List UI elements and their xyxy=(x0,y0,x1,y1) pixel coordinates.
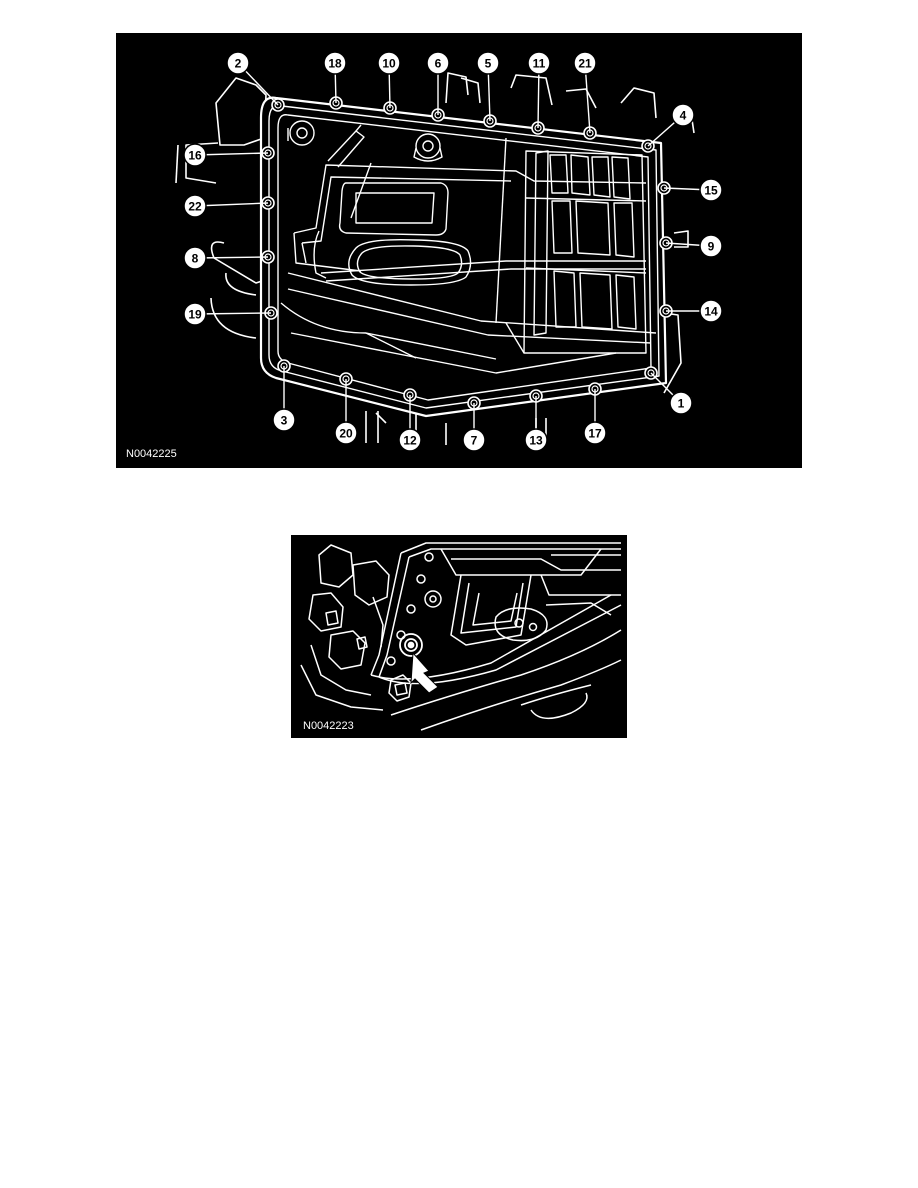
callout-number: 6 xyxy=(435,56,442,70)
callout-number: 4 xyxy=(680,108,687,122)
callout-bubble xyxy=(583,421,607,445)
callout-bubble xyxy=(334,421,358,445)
callout-number: 14 xyxy=(704,304,718,318)
drain-plug xyxy=(399,633,423,657)
callout-number: 20 xyxy=(339,426,353,440)
callout-bubble xyxy=(476,51,500,75)
callout-number: 9 xyxy=(708,239,715,253)
callout-bubble xyxy=(527,51,551,75)
callout-bubble xyxy=(426,51,450,75)
callout-bubble xyxy=(183,194,207,218)
callout-bubble xyxy=(323,51,347,75)
callout-number: 15 xyxy=(704,183,718,197)
callout-bubble xyxy=(183,246,207,270)
callout-number: 3 xyxy=(281,413,288,427)
callout-bubble xyxy=(183,302,207,326)
callout-bubble xyxy=(699,178,723,202)
callout-number: 19 xyxy=(188,307,202,321)
drain-plug-arrow-icon xyxy=(410,651,439,694)
callout-leader xyxy=(194,202,269,207)
pan-bolt-sequence-figure: 2 18 10 6 5 11 21 4 16 15 22 9 8 14 19 3 20 12 7 13 17 1 N004… xyxy=(116,33,802,468)
bolt-callouts: 2 18 10 6 5 11 21 4 16 15 22 9 8 14 19 3 20 12 7 13 17 1 xyxy=(183,51,723,452)
drain-plug-figure: N0042223 xyxy=(291,535,627,738)
pan-illustration: 2 18 10 6 5 11 21 4 16 15 22 9 8 14 19 3 20 12 7 13 17 1 xyxy=(175,51,723,452)
callout-number: 10 xyxy=(382,56,396,70)
callout-number: 7 xyxy=(471,433,478,447)
callout-number: 1 xyxy=(678,396,685,410)
callout-number: 22 xyxy=(188,199,202,213)
callout-number: 2 xyxy=(235,56,242,70)
callout-bubble xyxy=(524,428,548,452)
callout-bubble xyxy=(669,391,693,415)
callout-number: 12 xyxy=(403,433,417,447)
callout-bubble xyxy=(377,51,401,75)
callout-number: 5 xyxy=(485,56,492,70)
callout-bubble xyxy=(671,103,695,127)
callout-number: 18 xyxy=(328,56,342,70)
callout-bubble xyxy=(183,143,207,167)
callout-number: 8 xyxy=(192,251,199,265)
callout-bubble xyxy=(573,51,597,75)
callout-bubble xyxy=(699,299,723,323)
callout-bubble xyxy=(226,51,250,75)
callout-number: 17 xyxy=(588,426,602,440)
drain-plug-illustration xyxy=(300,542,622,731)
callout-bubble xyxy=(462,428,486,452)
pan-bolt-inner xyxy=(644,142,652,150)
figure-code: N0042223 xyxy=(303,720,354,732)
callout-bubble xyxy=(699,234,723,258)
callout-leader xyxy=(194,152,269,156)
callout-number: 11 xyxy=(533,56,546,70)
callout-leader xyxy=(194,312,272,315)
callout-bubble xyxy=(272,408,296,432)
callout-bubble xyxy=(398,428,422,452)
pan-bolt-inner xyxy=(647,369,655,377)
callout-number: 16 xyxy=(188,148,202,162)
callout-leader xyxy=(194,256,269,259)
callout-number: 21 xyxy=(578,56,592,70)
figure-code: N0042225 xyxy=(126,448,177,460)
callout-number: 13 xyxy=(529,433,543,447)
pan-bolt-inner xyxy=(274,101,282,109)
